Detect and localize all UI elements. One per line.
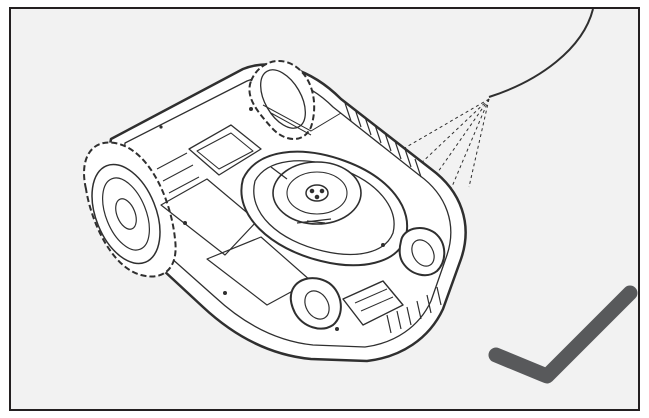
front-caster-right xyxy=(398,226,446,277)
screw-details xyxy=(159,107,385,331)
water-spray-icon xyxy=(402,9,594,190)
spray-jets xyxy=(402,98,490,190)
checkmark-icon xyxy=(488,285,638,384)
hose-line xyxy=(488,9,594,98)
lawn-mower-icon xyxy=(83,60,467,363)
charging-contacts xyxy=(342,280,404,326)
battery-cover xyxy=(188,124,262,176)
front-caster-left xyxy=(289,277,342,330)
illustration-frame xyxy=(9,7,640,411)
rear-wheel-left xyxy=(83,141,177,278)
blade-disc xyxy=(272,161,362,225)
blade-housing xyxy=(240,150,408,267)
blade-hub xyxy=(305,184,329,202)
rear-wheel-right xyxy=(248,60,316,140)
cooling-fins xyxy=(344,102,442,334)
